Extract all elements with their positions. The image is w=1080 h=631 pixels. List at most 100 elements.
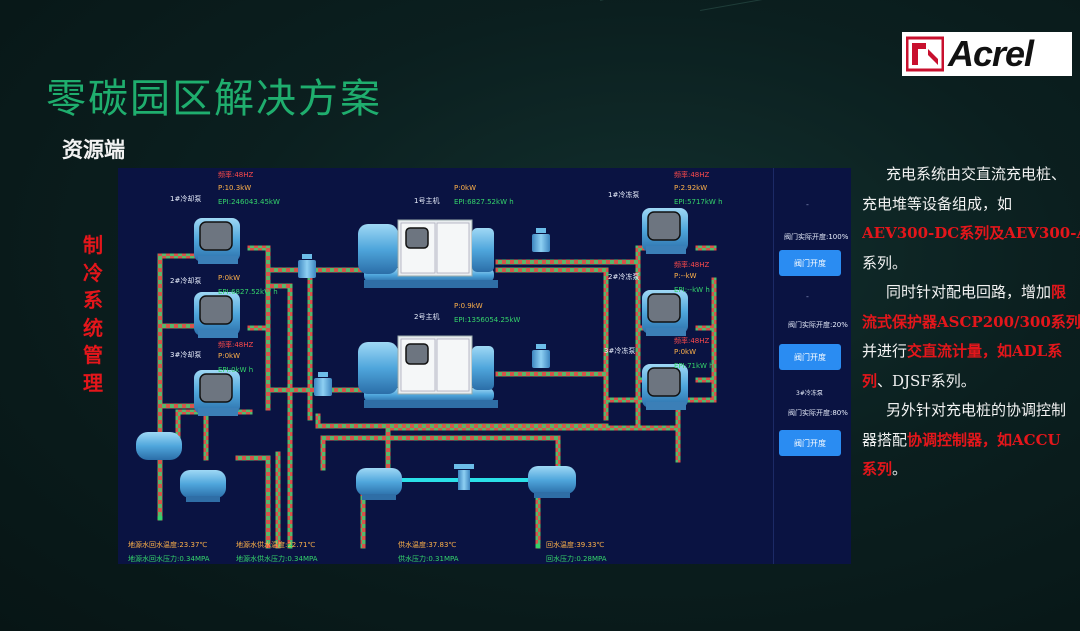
tank-bottom-left — [356, 468, 402, 500]
pump-energy: EPI:6827.52kW h — [218, 288, 278, 296]
pump-freq: 频率:48HZ — [218, 171, 254, 179]
highlight-text: 系列 — [862, 460, 893, 478]
valve-lower-left — [314, 372, 332, 396]
pump-freq: 频率:48HZ — [674, 337, 710, 345]
host-name: 2号主机 — [414, 313, 440, 321]
pump-name: 1#冷却泵 — [170, 195, 202, 203]
description-text: 充电系统由交直流充电桩、充电堆等设备组成，如 AEV300-DC系列及AEV300… — [862, 160, 1080, 485]
description-line: 器搭配协调控制器，如ACCU — [862, 426, 1080, 456]
host-energy: EPI:1356054.25kW — [454, 316, 521, 324]
reading-temp: 地源水供水温度:22.71℃ — [236, 541, 316, 549]
pump-freq: 频率:48HZ — [674, 171, 710, 179]
pump-energy: EPI:0kW h — [218, 366, 254, 374]
pipe-diagram — [136, 208, 717, 549]
tank-left-upper — [136, 432, 182, 460]
valve-status: 阀门实际开度:100% — [784, 233, 849, 241]
description-line: 同时针对配电回路，增加限 — [862, 278, 1080, 308]
page-title: 零碳园区解决方案 — [46, 76, 382, 122]
body-text: 充电系统由交直流充电桩、 — [886, 165, 1067, 183]
body-text: 。 — [892, 460, 908, 478]
side-label-char: 统 — [83, 315, 103, 340]
valve-dash: - — [806, 292, 809, 301]
description-line: 并进行交直流计量，如ADL系 — [862, 337, 1080, 367]
pump-freq: 频率:48HZ — [218, 341, 254, 349]
background-decor-line — [600, 0, 1080, 1]
pump-energy: EPI:--kW h — [674, 286, 710, 294]
reading-pressure: 地源水供水压力:0.34MPA — [236, 555, 318, 563]
description-line: 充电堆等设备组成，如 — [862, 190, 1080, 220]
valve-dash: - — [806, 200, 809, 209]
pump-name: 1#冷冻泵 — [608, 191, 640, 199]
side-label-char: 制 — [83, 233, 103, 257]
panel-divider — [773, 168, 774, 564]
valve-status: 阀门实际开度:80% — [788, 409, 848, 417]
body-text: 并进行 — [862, 342, 908, 360]
pump-energy: EPI:71kW h — [674, 362, 714, 370]
valve-status: 阀门实际开度:20% — [788, 321, 848, 329]
reading-temp: 回水温度:39.33℃ — [546, 541, 605, 549]
pump-power: P:0kW — [218, 352, 241, 360]
valve-opening-button[interactable]: 阀门开度 — [779, 250, 841, 276]
valve-lower-right — [532, 344, 550, 368]
pump-name: 2#冷却泵 — [170, 277, 202, 285]
background-decor-line — [700, 0, 1080, 11]
chiller-host-1 — [358, 219, 498, 288]
valve-upper-right — [532, 228, 550, 252]
pump-name: 3#冷冻泵 — [604, 347, 636, 355]
highlight-text: 协调控制器，如ACCU — [907, 430, 1061, 449]
valve-dash: 3#冷冻泵 — [796, 390, 823, 397]
pump-power: P:--kW — [674, 272, 697, 280]
highlight-text: 交直流计量，如ADL系 — [907, 342, 1063, 360]
tank-bottom-right — [528, 466, 576, 498]
pump-power: P:2.92kW — [674, 184, 708, 192]
description-line: 系列。 — [862, 249, 1080, 279]
highlight-text: AEV300-DC系列及AEV300-AC — [862, 224, 1080, 242]
reading-pressure: 供水压力:0.31MPA — [398, 555, 459, 563]
pump-name: 2#冷冻泵 — [608, 273, 640, 281]
valve-opening-button[interactable]: 阀门开度 — [779, 430, 841, 456]
tank-left-lower — [180, 470, 226, 502]
body-text: 器搭配 — [862, 430, 908, 449]
body-text: 同时针对配电回路，增加 — [886, 283, 1052, 301]
logo-mark-icon — [906, 36, 944, 72]
host-energy: EPI:6827.52kW h — [454, 198, 514, 206]
side-label-char: 冷 — [83, 260, 103, 285]
highlight-text: 列 — [862, 371, 878, 390]
body-text: 系列。 — [862, 253, 908, 272]
valve-opening-button[interactable]: 阀门开度 — [779, 344, 841, 370]
side-label: 制 冷 系 统 管 理 — [80, 232, 106, 397]
chilled-pump-3 — [642, 364, 688, 410]
highlight-text: 流式保护器ASCP200/300系列 — [862, 312, 1080, 331]
chilled-pump-2 — [642, 290, 688, 336]
description-line: 系列。 — [862, 455, 1080, 485]
cooling-pump-1 — [194, 218, 240, 264]
chilled-pump-1 — [642, 208, 688, 254]
side-label-char: 管 — [83, 343, 103, 367]
pump-power: P:0kW — [674, 348, 697, 356]
pump-freq: 频率:48HZ — [674, 261, 710, 269]
pump-energy: EPI:5717kW h — [674, 198, 723, 206]
cooling-pump-3 — [194, 370, 240, 416]
pump-name: 3#冷却泵 — [170, 351, 202, 359]
reading-temp: 供水温度:37.83℃ — [398, 541, 457, 549]
side-label-char: 系 — [83, 288, 103, 312]
side-label-char: 理 — [83, 370, 103, 395]
description-line: 列、DJSF系列。 — [862, 367, 1080, 397]
chiller-host-2 — [358, 335, 498, 408]
body-text: 、DJSF系列。 — [877, 371, 976, 390]
description-line: 流式保护器ASCP200/300系列， — [862, 308, 1080, 338]
host-name: 1号主机 — [414, 197, 440, 205]
valve-upper-left — [298, 254, 316, 278]
section-subtitle: 资源端 — [62, 137, 125, 162]
host-power: P:0.9kW — [454, 302, 483, 310]
host-power: P:0kW — [454, 184, 477, 192]
pump-power: P:0kW — [218, 274, 241, 282]
body-text: 充电堆等设备组成，如 — [862, 194, 1013, 213]
reading-pressure: 地源水回水压力:0.34MPA — [128, 555, 210, 563]
cooling-system-scada-panel: 频率:48HZ P:10.3kW EPI:246043.45kW 1#冷却泵 2… — [118, 168, 851, 564]
reading-temp: 地源水回水温度:23.37℃ — [128, 541, 208, 549]
cooling-pump-2 — [194, 292, 240, 338]
pump-energy: EPI:246043.45kW — [218, 198, 280, 206]
description-line: 充电系统由交直流充电桩、 — [862, 160, 1080, 190]
pump-power: P:10.3kW — [218, 184, 252, 192]
